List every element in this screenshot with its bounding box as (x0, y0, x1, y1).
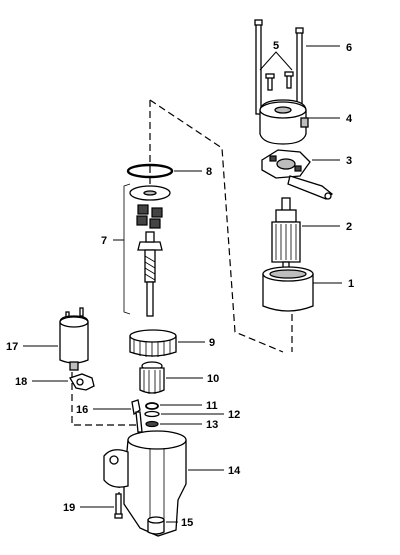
o-ring (126, 163, 174, 179)
shift-lever (131, 399, 143, 433)
retaining-rings (144, 402, 160, 428)
end-cap-screws (265, 71, 294, 91)
callout-8: 8 (206, 166, 212, 178)
callout-4: 4 (346, 113, 353, 125)
bushing (147, 516, 165, 535)
callout-16: 16 (76, 404, 88, 416)
callout-12: 12 (228, 409, 240, 421)
callout-1: 1 (348, 278, 354, 290)
housing-bolt (114, 493, 123, 519)
callout-15: 15 (181, 517, 193, 529)
ring-gear (129, 329, 177, 357)
drive-end-housing (103, 430, 187, 537)
callout-5: 5 (273, 40, 279, 52)
armature (271, 197, 301, 279)
callout-14: 14 (228, 465, 241, 477)
callout-18: 18 (15, 376, 27, 388)
solenoid (59, 307, 89, 371)
callout-10: 10 (207, 373, 219, 385)
callout-2: 2 (346, 221, 352, 233)
callout-11: 11 (206, 400, 218, 412)
callout-6: 6 (346, 42, 352, 54)
callout-19: 19 (63, 502, 75, 514)
callout-17: 17 (6, 341, 18, 353)
pinion-drive (139, 361, 165, 394)
field-frame (262, 266, 314, 312)
commutator-end-cap (259, 99, 309, 145)
drive-shaft-assembly (123, 183, 171, 317)
callout-9: 9 (209, 337, 215, 349)
callout-13: 13 (206, 419, 218, 431)
callout-7: 7 (101, 235, 107, 247)
plunger-fork (69, 373, 95, 391)
callout-3: 3 (346, 155, 352, 167)
leader-lines (23, 45, 342, 523)
callout-labels: 5 6 4 3 2 1 8 7 9 10 11 12 13 14 15 16 1… (6, 40, 354, 529)
brush-plate (261, 149, 334, 200)
